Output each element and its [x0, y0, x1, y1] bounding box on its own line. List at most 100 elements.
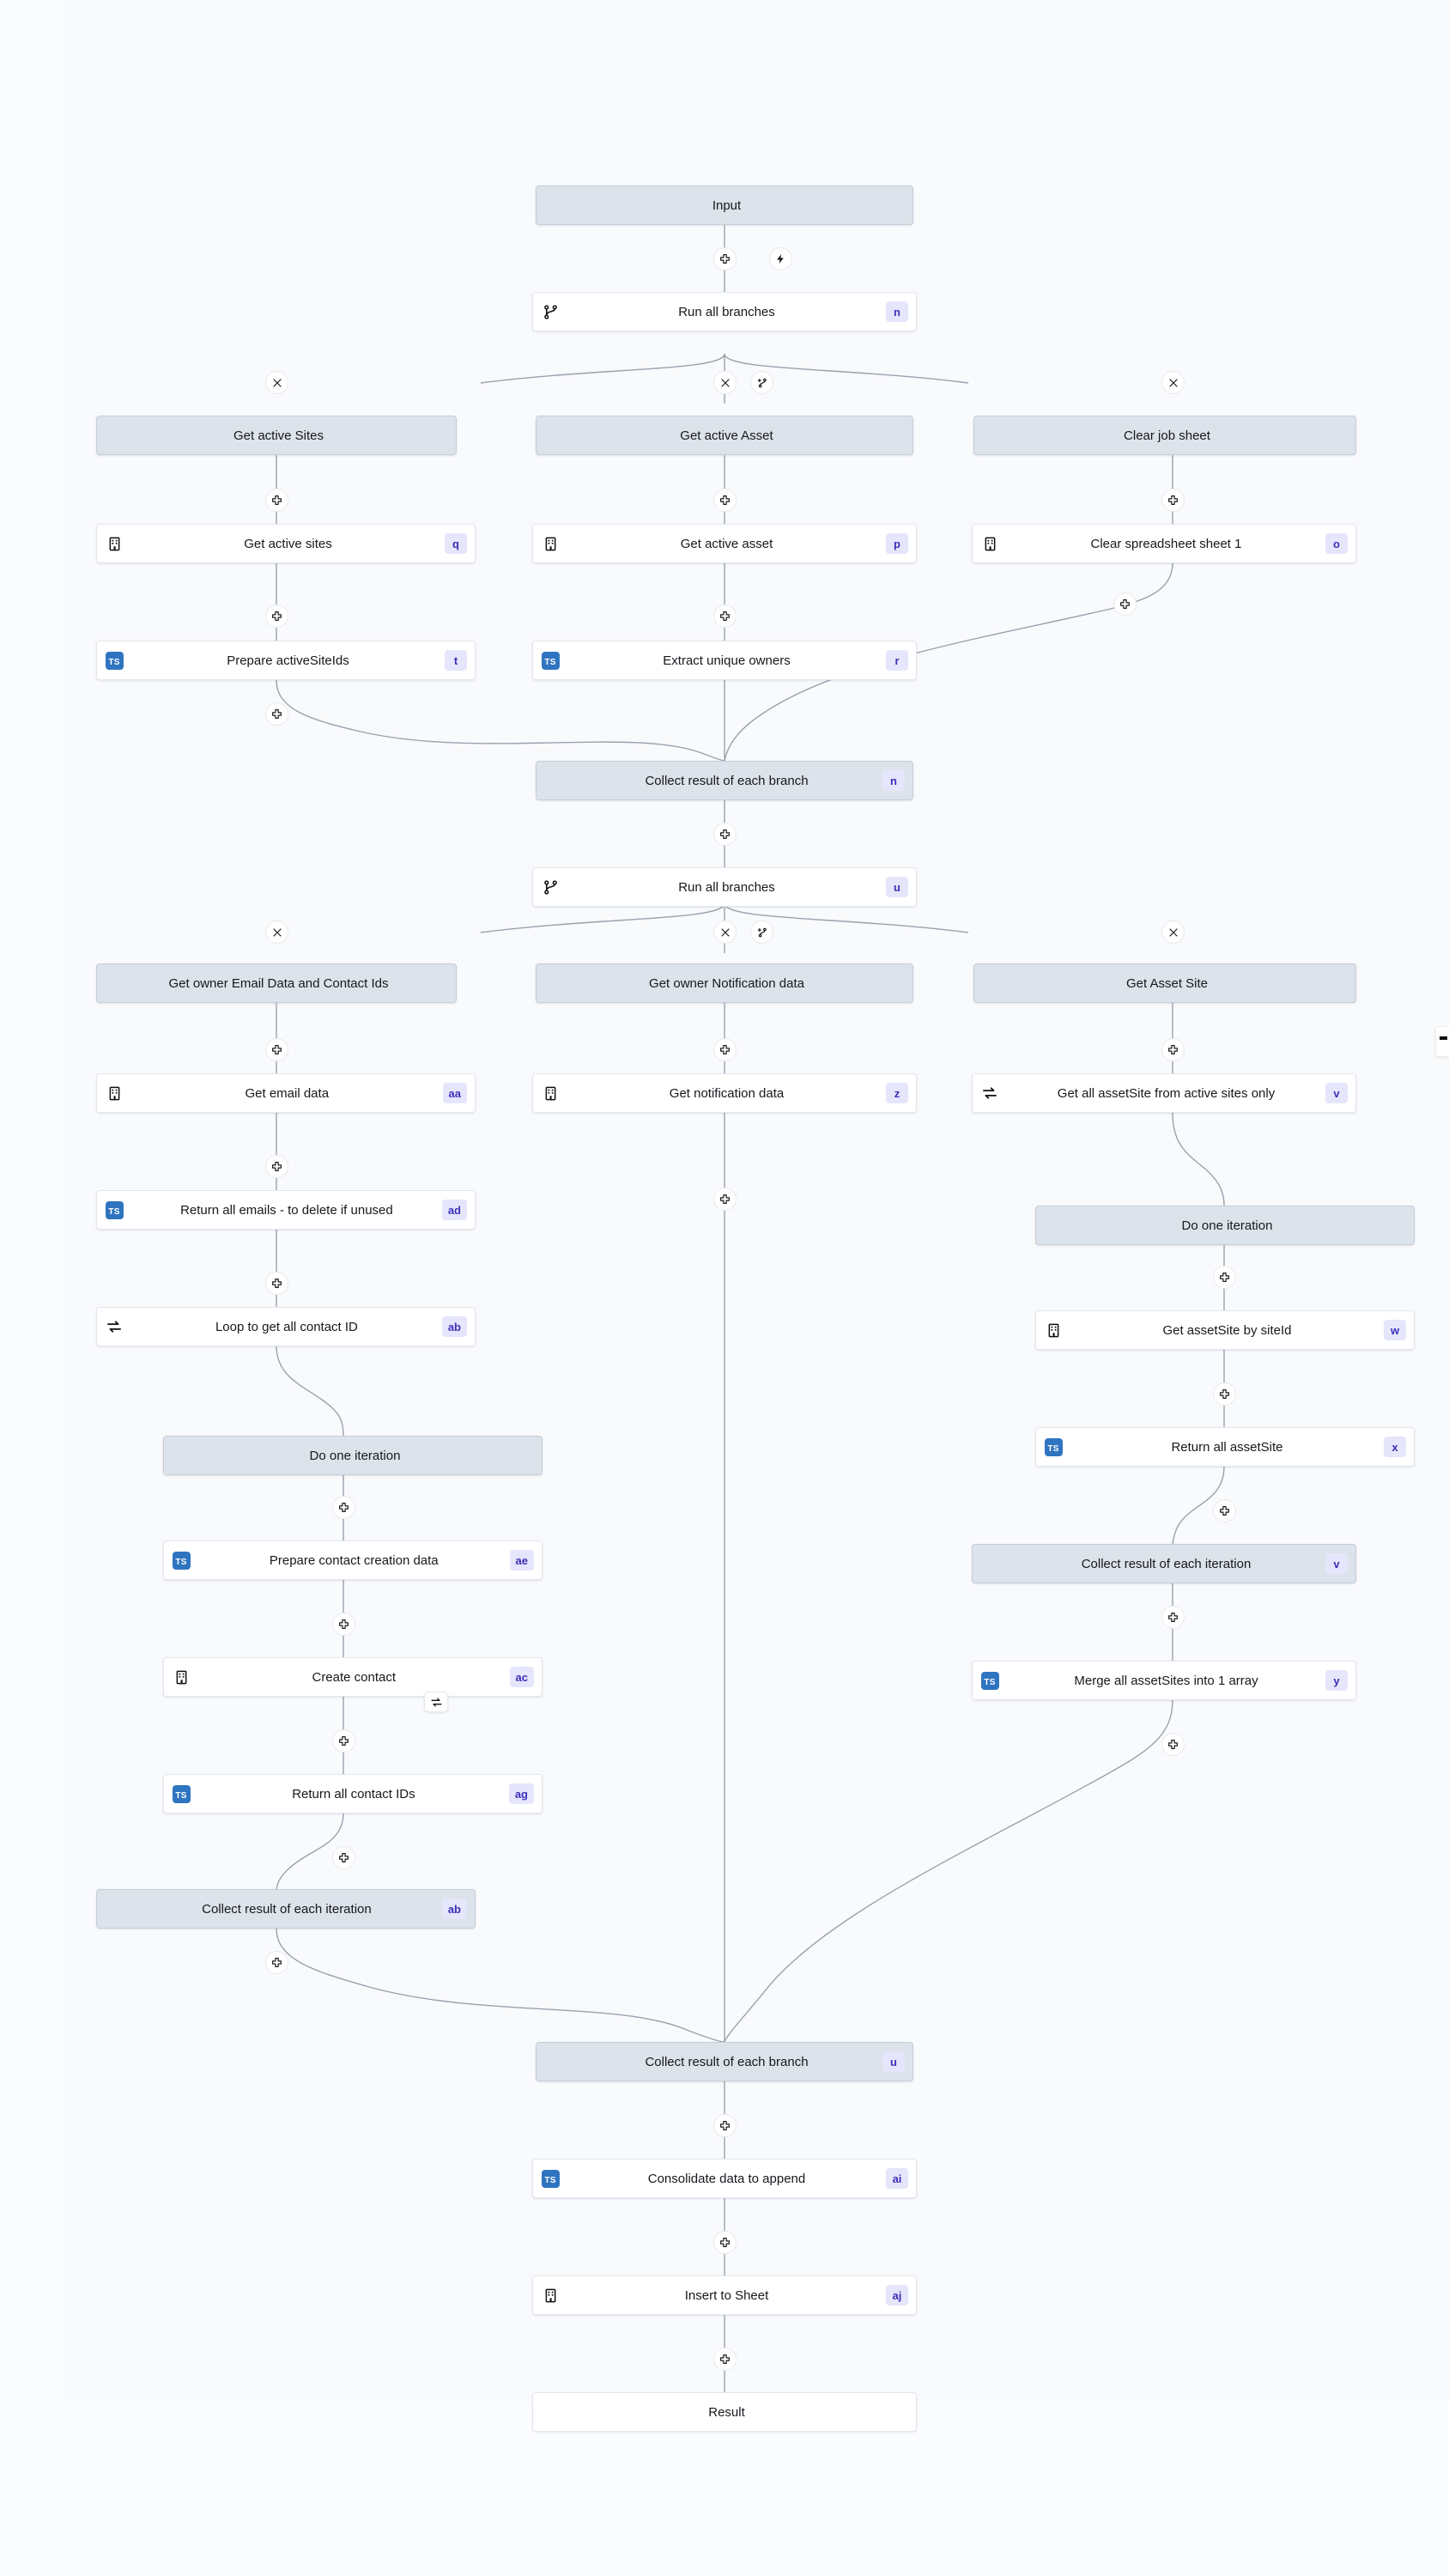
node-insert-to-sheet[interactable]: Insert to Sheet aj — [532, 2275, 917, 2315]
node-get-assetsite-by-siteid[interactable]: Get assetSite by siteId w — [1035, 1310, 1415, 1350]
node-result[interactable]: Result — [532, 2392, 917, 2432]
plus-icon — [720, 1194, 730, 1204]
node-label: Get all assetSite from active sites only — [1057, 1085, 1276, 1101]
node-badge: n — [882, 770, 905, 791]
add-step-handle[interactable] — [265, 1951, 288, 1974]
node-collect-result-branch-2[interactable]: Collect result of each branch u — [536, 2042, 913, 2081]
node-prepare-contact-creation[interactable]: TS Prepare contact creation data ae — [163, 1540, 543, 1580]
node-collect-result-branch-1[interactable]: Collect result of each branch n — [536, 761, 913, 800]
node-branch-get-active-sites[interactable]: Get active Sites — [96, 416, 457, 455]
node-get-active-sites[interactable]: Get active sites q — [96, 524, 476, 563]
node-get-active-asset[interactable]: Get active asset p — [532, 524, 917, 563]
node-branch-clear-job-sheet[interactable]: Clear job sheet — [973, 416, 1356, 455]
add-step-handle[interactable] — [332, 1496, 355, 1519]
node-branch-owner-notification[interactable]: Get owner Notification data — [536, 963, 913, 1003]
node-get-email-data[interactable]: Get email data aa — [96, 1073, 476, 1113]
node-label: Prepare contact creation data — [269, 1552, 439, 1568]
add-step-handle[interactable] — [265, 1272, 288, 1295]
remove-branch-handle-5[interactable] — [713, 920, 737, 944]
node-create-contact[interactable]: Create contact ac — [163, 1657, 543, 1697]
add-step-handle[interactable] — [265, 605, 288, 628]
node-collect-result-iteration-left[interactable]: Collect result of each iteration ab — [96, 1889, 476, 1929]
node-input[interactable]: Input — [536, 185, 913, 225]
building-icon-glyph — [176, 1670, 186, 1684]
add-branch-handle-1[interactable] — [750, 371, 773, 394]
node-return-all-contact-ids[interactable]: TS Return all contact IDs ag — [163, 1774, 543, 1814]
plus-icon — [1220, 1273, 1229, 1282]
node-get-all-assetsite[interactable]: Get all assetSite from active sites only… — [972, 1073, 1356, 1113]
node-branch-owner-email[interactable]: Get owner Email Data and Contact Ids — [96, 963, 457, 1003]
add-branch-handle-2[interactable] — [750, 920, 773, 944]
node-label: Get email data — [245, 1085, 330, 1101]
add-step-handle[interactable] — [713, 2231, 737, 2254]
node-collect-result-iteration-right[interactable]: Collect result of each iteration v — [972, 1544, 1356, 1583]
add-step-handle[interactable] — [332, 1613, 355, 1636]
plus-icon — [1168, 1045, 1178, 1054]
add-step-handle[interactable] — [265, 1155, 288, 1178]
remove-branch-handle-3[interactable] — [1161, 371, 1185, 394]
node-badge: y — [1325, 1670, 1348, 1691]
add-step-handle[interactable] — [1113, 592, 1137, 616]
building-icon-glyph — [1048, 1323, 1058, 1337]
node-badge — [882, 973, 905, 993]
add-step-handle[interactable] — [713, 2348, 737, 2371]
node-badge: ab — [441, 1899, 467, 1919]
node-prepare-active-site-ids[interactable]: TS Prepare activeSiteIds t — [96, 641, 476, 680]
node-get-notification-data[interactable]: Get notification data z — [532, 1073, 917, 1113]
loop-icon — [431, 1698, 441, 1706]
add-step-handle[interactable] — [265, 1038, 288, 1061]
add-step-handle[interactable] — [713, 1188, 737, 1211]
node-return-all-assetsite[interactable]: TS Return all assetSite x — [1035, 1427, 1415, 1467]
trigger-handle[interactable] — [769, 247, 792, 270]
node-loop-contact-id[interactable]: Loop to get all contact ID ab — [96, 1307, 476, 1346]
remove-branch-handle-6[interactable] — [1161, 920, 1185, 944]
add-step-handle[interactable] — [1161, 489, 1185, 512]
node-return-all-emails[interactable]: TS Return all emails - to delete if unus… — [96, 1190, 476, 1230]
remove-branch-handle-2[interactable] — [713, 371, 737, 394]
node-badge: r — [886, 650, 908, 671]
offscreen-node-stub[interactable] — [1435, 1026, 1449, 1057]
node-extract-unique-owners[interactable]: TS Extract unique owners r — [532, 641, 917, 680]
add-step-handle[interactable] — [265, 489, 288, 512]
plus-icon — [1120, 599, 1130, 609]
add-step-handle[interactable] — [713, 489, 737, 512]
add-step-handle[interactable] — [1161, 1038, 1185, 1061]
add-step-handle[interactable] — [1161, 1733, 1185, 1756]
close-icon — [272, 927, 282, 937]
node-badge — [426, 425, 448, 446]
add-step-handle[interactable] — [1213, 1382, 1236, 1406]
node-do-one-iteration-right[interactable]: Do one iteration — [1035, 1206, 1415, 1245]
node-branch-get-active-asset[interactable]: Get active Asset — [536, 416, 913, 455]
node-do-one-iteration-left[interactable]: Do one iteration — [163, 1436, 543, 1475]
node-run-all-branches-1[interactable]: Run all branches n — [532, 292, 917, 331]
add-step-handle[interactable] — [1213, 1499, 1236, 1522]
node-consolidate-data[interactable]: TS Consolidate data to append ai — [532, 2159, 917, 2198]
add-step-handle[interactable] — [713, 823, 737, 846]
remove-branch-handle-4[interactable] — [265, 920, 288, 944]
close-icon — [1168, 927, 1178, 937]
node-clear-spreadsheet-sheet-1[interactable]: Clear spreadsheet sheet 1 o — [972, 524, 1356, 563]
add-step-handle[interactable] — [713, 605, 737, 628]
add-step-handle[interactable] — [713, 247, 737, 270]
add-step-handle[interactable] — [713, 1038, 737, 1061]
node-branch-get-asset-site[interactable]: Get Asset Site — [973, 963, 1356, 1003]
node-badge: ai — [886, 2168, 908, 2189]
add-step-handle[interactable] — [265, 702, 288, 726]
add-step-handle[interactable] — [332, 1846, 355, 1869]
node-label: Get active Asset — [680, 428, 773, 443]
add-step-handle[interactable] — [1161, 1606, 1185, 1629]
add-step-handle[interactable] — [332, 1729, 355, 1753]
plus-icon — [720, 1045, 730, 1054]
building-icon-glyph — [545, 537, 555, 550]
add-step-handle[interactable] — [1213, 1266, 1236, 1289]
remove-branch-handle-1[interactable] — [265, 371, 288, 394]
retry-loop-chip[interactable] — [424, 1692, 448, 1712]
add-step-handle[interactable] — [713, 2114, 737, 2137]
node-label: Return all assetSite — [1171, 1439, 1283, 1455]
loop-icon — [97, 1318, 131, 1335]
node-run-all-branches-2[interactable]: Run all branches u — [532, 867, 917, 907]
node-merge-all-assetsites[interactable]: TS Merge all assetSites into 1 array y — [972, 1661, 1356, 1700]
building-icon — [533, 536, 567, 552]
plus-icon — [720, 2121, 730, 2130]
